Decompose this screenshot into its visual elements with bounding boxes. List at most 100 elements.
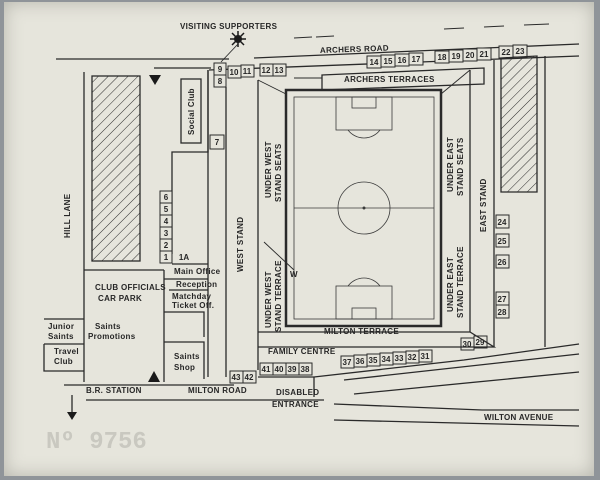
- entrance-number: 2: [164, 241, 169, 250]
- entrance-number: 25: [498, 237, 507, 246]
- entrance-number: 18: [438, 53, 447, 62]
- ticket-serial-number: Nº 9756: [46, 429, 147, 456]
- saints-shop-label-1: Saints: [174, 352, 200, 361]
- club-officials-label-1: CLUB OFFICIALS: [95, 283, 166, 292]
- east-stand-corner: [440, 69, 471, 95]
- entrance-number: 24: [498, 218, 507, 227]
- wilton-avenue-label: WILTON AVENUE: [484, 413, 554, 422]
- w-pointer: [263, 241, 295, 271]
- disabled-entrance-label-2: ENTRANCE: [272, 400, 319, 409]
- pitch-outer: [284, 88, 443, 328]
- entrance-number: 34: [382, 355, 391, 364]
- station-arrow-icon: [67, 412, 77, 420]
- hill-lane-label: HILL LANE: [63, 193, 72, 238]
- entrance-number: 6: [164, 193, 169, 202]
- under-east-terrace-label-1: UNDER EAST: [446, 257, 455, 312]
- disabled-entrance-label-1: DISABLED: [276, 388, 319, 397]
- entrance-box: [213, 74, 227, 88]
- entrance-number: 5: [164, 205, 169, 214]
- bottom-goal-box: [351, 307, 377, 320]
- entrance-box: [209, 134, 225, 150]
- centre-spot: [362, 206, 366, 210]
- west-entrance-column: 6 5 4 3 2 1: [159, 190, 173, 264]
- entrance-number: 12: [262, 66, 271, 75]
- under-east-seats-label-2: STAND SEATS: [456, 137, 465, 196]
- entrance-number: 1: [164, 253, 169, 262]
- wilton-avenue-line-bottom: [333, 419, 580, 427]
- entrance-box: [476, 47, 492, 61]
- saints-promotions-label-1: Saints: [95, 322, 121, 331]
- entrance-number: 31: [421, 352, 430, 361]
- car-park-outline: [84, 269, 165, 382]
- car-park-hatched: [91, 75, 141, 262]
- entrance-number: 38: [301, 365, 310, 374]
- under-west-terrace-label-2: STAND TERRACE: [274, 260, 283, 332]
- entrance-number: 32: [408, 353, 417, 362]
- bottom-entrances: 37 36 35 34 33 32 31 41 40 39 38 43 42: [229, 349, 433, 384]
- under-west-seats-label-1: UNDER WEST: [264, 141, 273, 198]
- entrance-box: [240, 64, 255, 78]
- entrance-number: 37: [343, 358, 352, 367]
- east-entrances: 24 25 26 27 28 29 30: [460, 214, 510, 351]
- entrance-number: 27: [498, 295, 507, 304]
- right-hatched-block: [500, 55, 538, 193]
- under-east-terrace-label-2: STAND TERRACE: [456, 246, 465, 318]
- stadium-map: VISITING SUPPORTERS ARCHERS ROAD 9 8 10 …: [43, 22, 580, 456]
- entrance-number: 17: [412, 55, 421, 64]
- main-office-label: Main Office: [174, 267, 221, 276]
- bottom-penalty-box: [335, 285, 393, 320]
- entrance-number: 30: [463, 340, 472, 349]
- entrance-number: 28: [498, 308, 507, 317]
- entrance-number: 35: [369, 356, 378, 365]
- entrance-number: 26: [498, 258, 507, 267]
- archers-road-label: ARCHERS ROAD: [320, 44, 389, 55]
- entrance-number: 33: [395, 354, 404, 363]
- saints-shop-label-2: Shop: [174, 363, 195, 372]
- entrance-number: 39: [288, 365, 297, 374]
- top-penalty-box: [335, 96, 393, 131]
- junior-saints-outline: [43, 318, 84, 372]
- entrance-number: 36: [356, 357, 365, 366]
- office-dividers: [164, 278, 208, 337]
- centre-circle: [337, 181, 391, 235]
- matchday-label-2: Ticket Off.: [172, 301, 214, 310]
- under-east-seats-label-1: UNDER EAST: [446, 137, 455, 192]
- matchday-label-1: Matchday: [172, 292, 212, 301]
- wilton-road-line-1: [343, 353, 580, 381]
- travel-club-label-2: Club: [54, 357, 73, 366]
- entrance-number: 4: [164, 217, 169, 226]
- junior-saints-label-2: Saints: [48, 332, 74, 341]
- entrance-number: 8: [218, 77, 223, 86]
- reception-label: Reception: [176, 280, 217, 289]
- entrance-number-1a: 1A: [179, 253, 189, 262]
- social-club-label: Social Club: [187, 88, 196, 135]
- archers-road-dashes: [293, 23, 550, 39]
- west-stand-label: WEST STAND: [236, 217, 245, 272]
- wilton-avenue-line-top: [333, 403, 579, 411]
- ticket-sheet: VISITING SUPPORTERS ARCHERS ROAD 9 8 10 …: [4, 2, 594, 476]
- top-penalty-arc: [347, 129, 381, 139]
- milton-road-line-right: [258, 343, 580, 378]
- entrance-number: 11: [243, 67, 252, 76]
- entrance-number: 16: [398, 56, 407, 65]
- entrance-number: 15: [384, 57, 393, 66]
- entrance-number: 42: [245, 373, 254, 382]
- entrance-number: 40: [275, 365, 284, 374]
- entrance-number: 3: [164, 229, 169, 238]
- entrance-number: 43: [232, 373, 241, 382]
- under-west-seats-label-2: STAND SEATS: [274, 143, 283, 202]
- visiting-supporters-label: VISITING SUPPORTERS: [180, 22, 278, 31]
- entrance-number: 23: [516, 47, 525, 56]
- west-stand-corner: [257, 79, 287, 95]
- milton-terrace-block: [258, 331, 497, 348]
- entrance-number: 22: [502, 48, 511, 57]
- milton-terrace-label: MILTON TERRACE: [324, 327, 399, 336]
- family-centre-label: FAMILY CENTRE: [268, 347, 336, 356]
- social-club-box: [180, 78, 202, 144]
- br-station-label: B.R. STATION: [86, 386, 142, 395]
- entrance-number: 19: [452, 52, 461, 61]
- entrance-triangle-icon: [148, 371, 160, 382]
- wilton-road-line-2: [353, 371, 580, 395]
- entrance-number: 10: [230, 68, 239, 77]
- east-stand-label: EAST STAND: [479, 178, 488, 232]
